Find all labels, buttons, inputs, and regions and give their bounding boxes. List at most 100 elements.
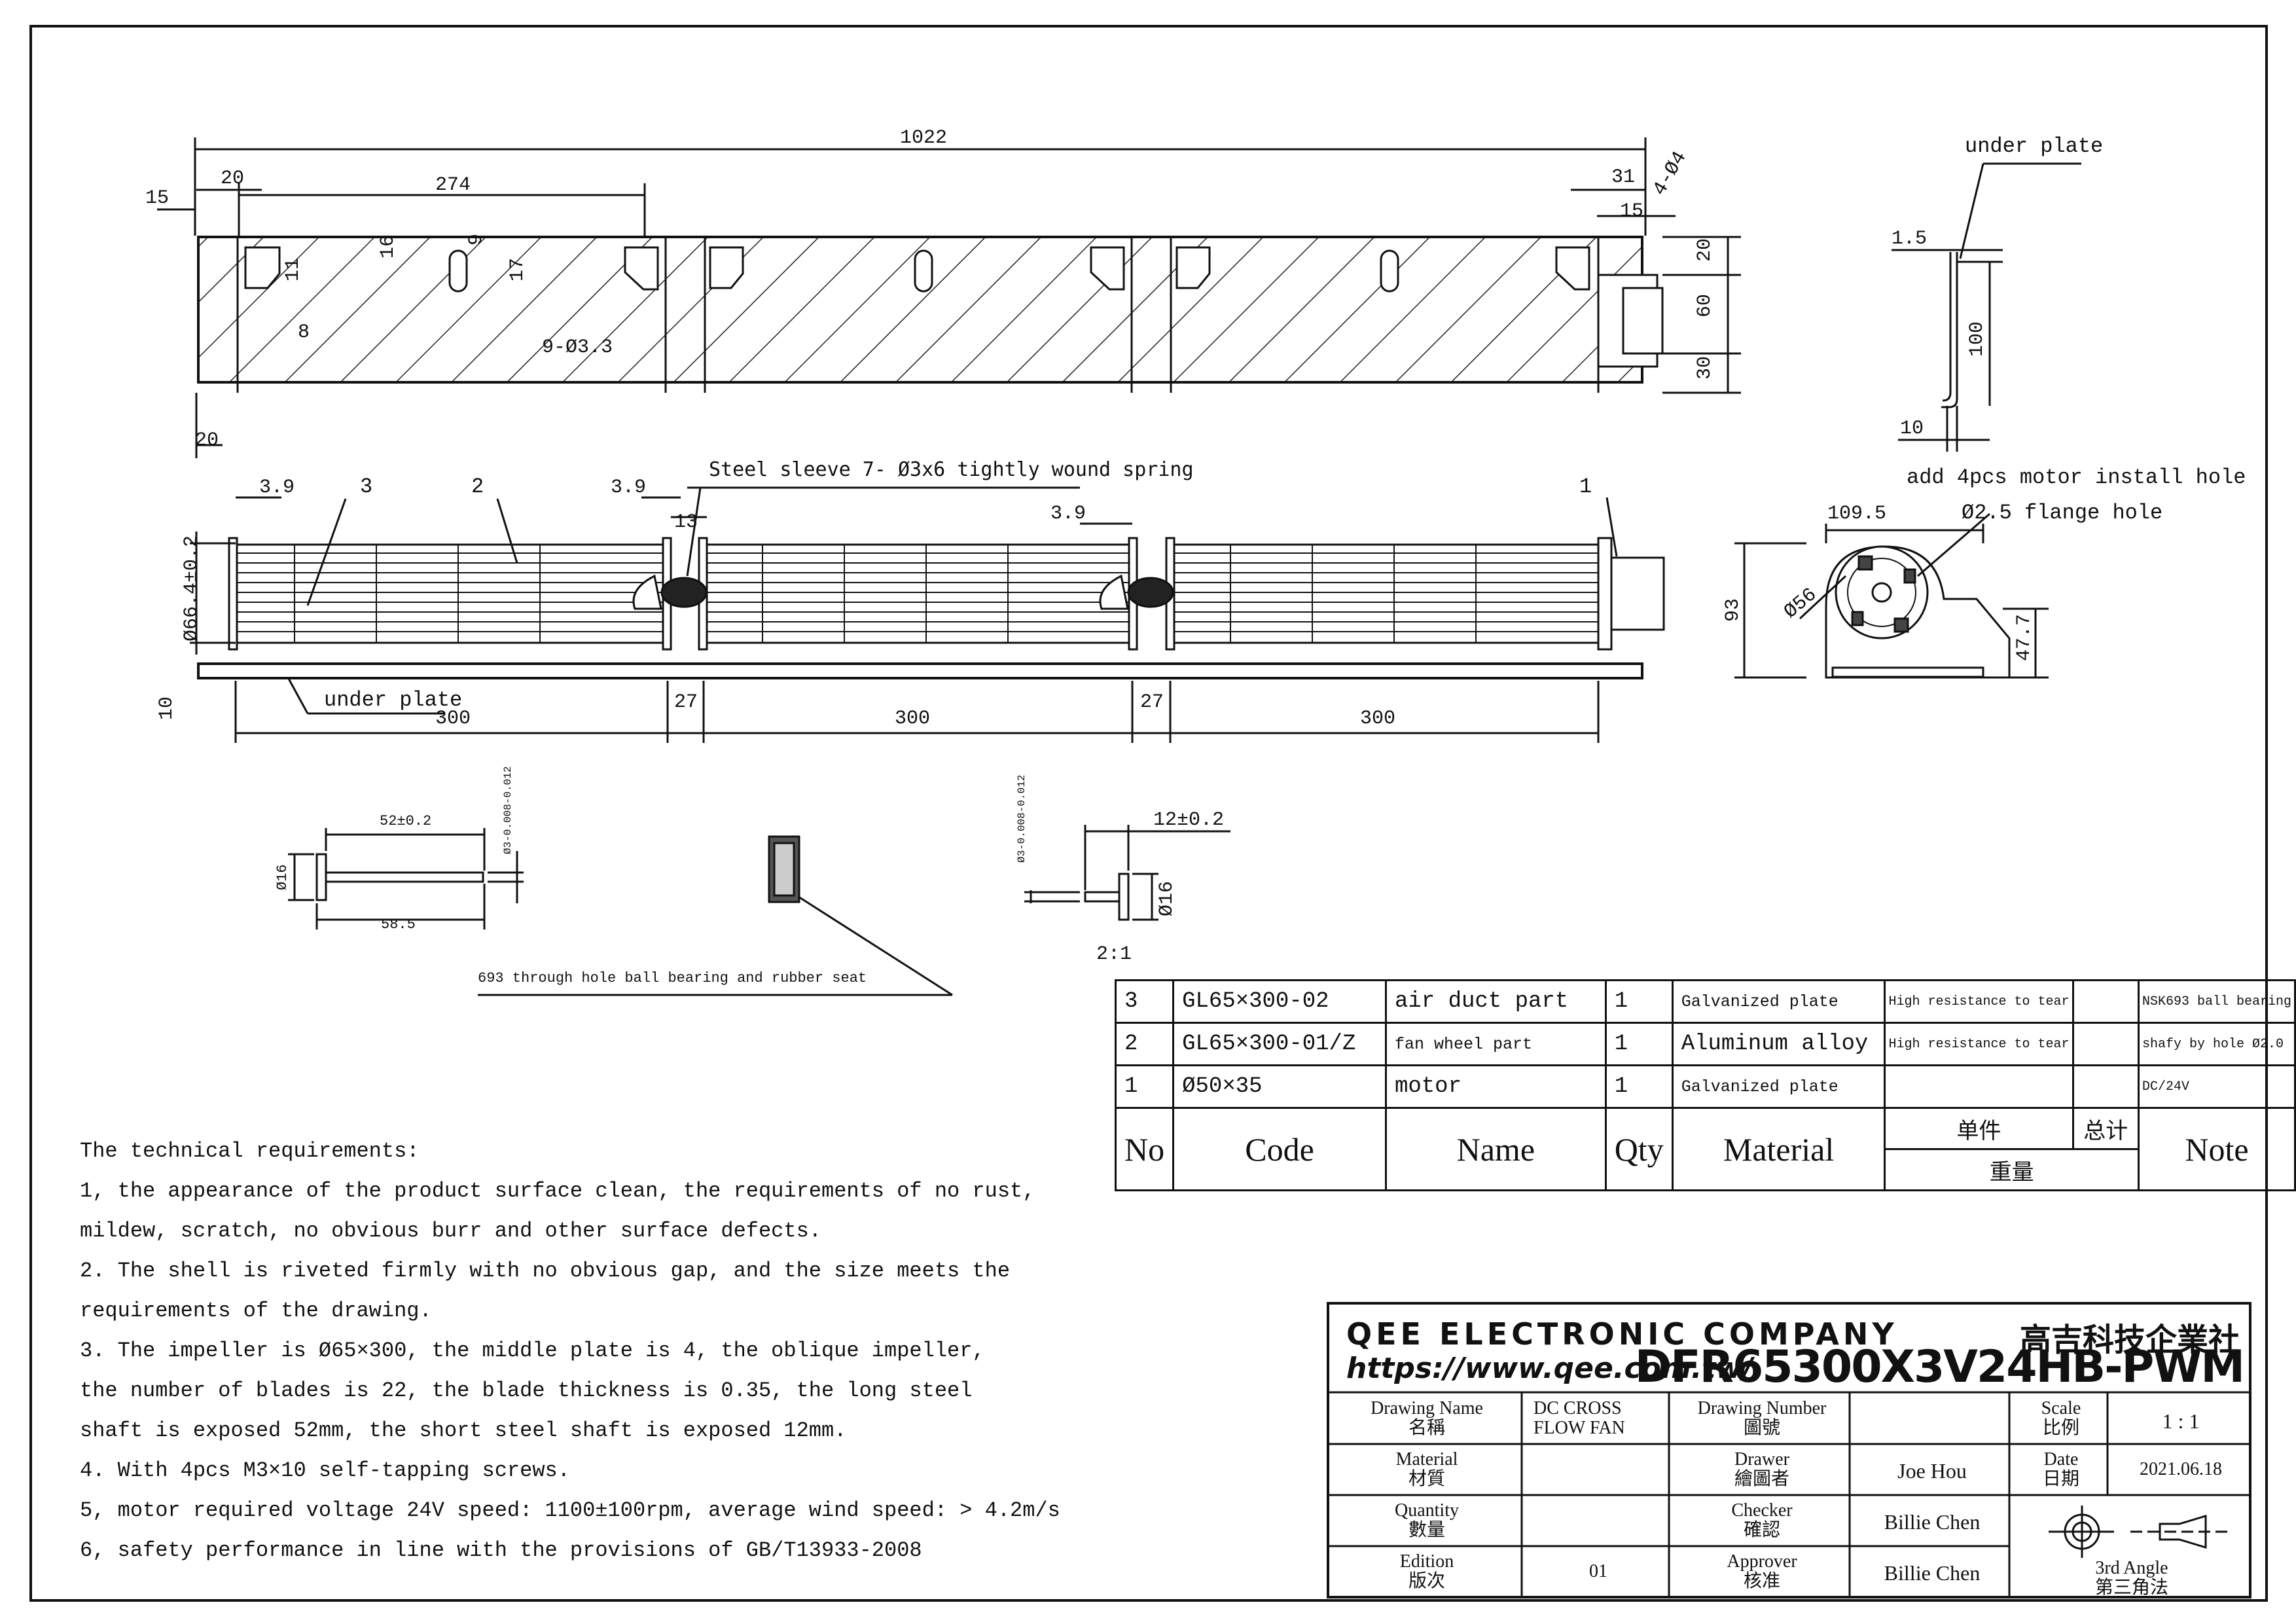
dim-short-16: Ø16 bbox=[1156, 881, 1178, 916]
drawing-number-title: DFR65300X3V24HB-PWM bbox=[1634, 1341, 2245, 1393]
parts-cell-qty: 1 bbox=[1604, 979, 1674, 1024]
dim-spacing-274: 274 bbox=[435, 174, 471, 196]
parts-cell-material: Aluminum alloy bbox=[1671, 1022, 1886, 1066]
dim-slot-16: 16 bbox=[377, 235, 399, 259]
dim-right-31: 31 bbox=[1611, 166, 1635, 189]
requirement-line: requirements of the drawing. bbox=[80, 1299, 432, 1323]
dim-short-12: 12±0.2 bbox=[1153, 809, 1224, 831]
parts-cell-note: shafy by hole Ø2.0 bbox=[2137, 1022, 2296, 1066]
dim-seg-300-a: 300 bbox=[435, 708, 471, 730]
header-qty: Qty bbox=[1604, 1107, 1674, 1191]
dim-seg-300-b: 300 bbox=[895, 708, 930, 730]
short-shaft-detail bbox=[1024, 825, 1230, 921]
parts-cell-qty: 1 bbox=[1604, 1022, 1674, 1066]
callout-3: 3 bbox=[360, 475, 372, 499]
parts-cell-code: GL65×300-02 bbox=[1172, 979, 1387, 1024]
header-name: Name bbox=[1384, 1107, 1607, 1191]
top-view bbox=[157, 137, 1741, 458]
edition-value: 01 bbox=[1589, 1561, 1607, 1581]
header-no: No bbox=[1114, 1107, 1175, 1191]
dim-holes-4: 4-Ø4 bbox=[1649, 148, 1691, 200]
callout-2: 2 bbox=[471, 475, 484, 499]
dimension-labels: 1022 15 20 274 31 15 4-Ø4 16 9 17 11 8 9… bbox=[145, 127, 2036, 730]
motor-end-view bbox=[1734, 513, 2049, 679]
label-bearing-note: 693 through hole ball bearing and rubber… bbox=[478, 970, 867, 986]
dim-seg-300-c: 300 bbox=[1360, 708, 1395, 730]
parts-cell-name: fan wheel part bbox=[1384, 1022, 1607, 1066]
dim-motor-47: 47.7 bbox=[2013, 614, 2036, 661]
parts-cell-unit bbox=[1884, 1064, 2074, 1109]
side-view bbox=[1892, 162, 2081, 452]
dim-side-100: 100 bbox=[1966, 321, 1988, 357]
parts-cell-no: 1 bbox=[1114, 1064, 1175, 1109]
title-block: QEE ELECTRONIC COMPANY 高吉科技企業社 https://w… bbox=[1327, 1302, 2251, 1598]
dim-shaft-58: 58.5 bbox=[381, 916, 416, 933]
requirement-line: 6, safety performance in line with the p… bbox=[80, 1538, 922, 1562]
dim-motor-93: 93 bbox=[1722, 598, 1744, 622]
parts-cell-code: GL65×300-01/Z bbox=[1172, 1022, 1387, 1066]
company-url: https://www.qee.com.tw/ bbox=[1346, 1352, 1753, 1385]
requirement-line: mildew, scratch, no obvious burr and oth… bbox=[80, 1219, 821, 1243]
company-name-cn: 高吉科技企業社 bbox=[2019, 1322, 2240, 1358]
label-flange-hole: Ø2.5 flange hole bbox=[1962, 501, 2162, 525]
dim-right-h20: 20 bbox=[1694, 238, 1716, 262]
dim-motor-56: Ø56 bbox=[1780, 584, 1821, 624]
label-under-plate-bottom: under plate bbox=[324, 688, 462, 712]
dim-shaft-16: Ø16 bbox=[274, 864, 291, 890]
dim-pitch-a: 3.9 bbox=[259, 477, 295, 499]
dim-gap-27-a: 27 bbox=[674, 691, 698, 713]
dim-overall-length: 1022 bbox=[900, 127, 947, 149]
label-steel-sleeve: Steel sleeve 7- Ø3x6 tightly wound sprin… bbox=[709, 458, 1194, 481]
label-motor-holes: add 4pcs motor install hole bbox=[1907, 465, 2246, 490]
approver-value: Billie Chen bbox=[1884, 1561, 1981, 1585]
parts-cell-note: NSK693 ball bearing bbox=[2137, 979, 2296, 1024]
dim-shaft-52: 52±0.2 bbox=[380, 813, 431, 829]
dim-left-15: 15 bbox=[145, 187, 169, 209]
dim-short-tol: Ø3-0.008-0.012 bbox=[1016, 775, 1028, 863]
front-view bbox=[190, 486, 1665, 743]
parts-cell-qty: 1 bbox=[1604, 1064, 1674, 1109]
parts-cell-no: 3 bbox=[1114, 979, 1175, 1024]
requirement-line: 1, the appearance of the product surface… bbox=[80, 1179, 1035, 1203]
scale-value: 1 : 1 bbox=[2162, 1409, 2200, 1433]
requirement-line: the number of blades is 22, the blade th… bbox=[80, 1379, 973, 1403]
technical-requirements: The technical requirements: 1, the appear… bbox=[80, 1131, 1060, 1570]
dim-right-h30: 30 bbox=[1694, 356, 1716, 380]
requirement-line: 2. The shell is riveted firmly with no o… bbox=[80, 1259, 1011, 1283]
requirement-line: 4. With 4pcs M3×10 self-tapping screws. bbox=[80, 1458, 570, 1483]
company-name: QEE ELECTRONIC COMPANY bbox=[1346, 1316, 1898, 1352]
dim-slot-11: 11 bbox=[282, 258, 304, 281]
parts-cell-name: air duct part bbox=[1384, 979, 1607, 1024]
parts-cell-no: 2 bbox=[1114, 1022, 1175, 1066]
drawer-value: Joe Hou bbox=[1897, 1459, 1967, 1483]
sheet-border bbox=[29, 25, 2268, 1602]
parts-cell-unit: High resistance to tear bbox=[1884, 979, 2074, 1024]
detail-labels: 52±0.2 58.5 Ø16 Ø3-0.008-0.012 Ø3-0.008-… bbox=[274, 767, 1028, 933]
dim-pitch-c: 3.9 bbox=[1050, 503, 1086, 525]
dim-gap-27-b: 27 bbox=[1140, 691, 1164, 713]
parts-cell-name: motor bbox=[1384, 1064, 1607, 1109]
dim-side-10: 10 bbox=[1900, 418, 1924, 440]
requirement-line: The technical requirements: bbox=[80, 1139, 420, 1163]
callout-1: 1 bbox=[1579, 475, 1592, 499]
parts-cell-code: Ø50×35 bbox=[1172, 1064, 1387, 1109]
checker-value: Billie Chen bbox=[1884, 1510, 1981, 1534]
header-total: 总计 bbox=[2072, 1107, 2140, 1150]
header-unit: 单件 bbox=[1884, 1107, 2074, 1150]
dim-shaft-tol: Ø3-0.008-0.012 bbox=[502, 767, 514, 854]
header-note: Note bbox=[2137, 1107, 2296, 1191]
dim-left-20: 20 bbox=[221, 168, 244, 190]
parts-cell-material: Galvanized plate bbox=[1671, 979, 1886, 1024]
